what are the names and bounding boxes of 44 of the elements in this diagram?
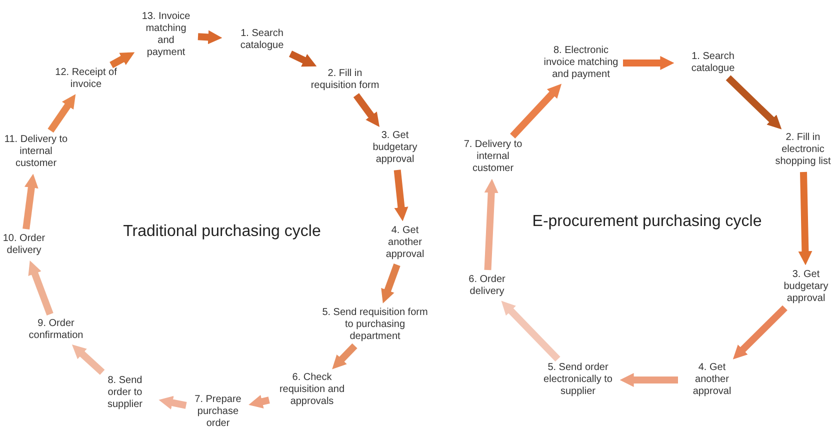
block-arrow — [510, 84, 562, 138]
step-text: 3. Get budgetary approval — [782, 269, 830, 305]
cycle-title: E-procurement purchasing cycle — [532, 213, 762, 231]
step-text: 2. Fill in requisition form — [310, 68, 380, 92]
block-arrow — [732, 305, 788, 360]
step-text: 6. Order delivery — [468, 274, 506, 298]
block-arrow — [72, 344, 105, 375]
block-arrow — [484, 178, 498, 270]
block-arrow — [353, 93, 380, 127]
step-text: 7. Delivery to internal customer — [462, 139, 524, 175]
block-arrow — [620, 373, 678, 387]
block-arrow — [726, 75, 782, 130]
block-arrow — [798, 172, 812, 266]
block-arrow — [332, 343, 358, 370]
step-text: 3. Get budgetary approval — [372, 130, 418, 166]
block-arrow — [501, 300, 560, 362]
block-arrow — [110, 52, 135, 68]
block-arrow — [198, 30, 222, 44]
block-arrow — [48, 94, 76, 133]
step-text: 12. Receipt of invoice — [54, 67, 118, 91]
block-arrow — [288, 50, 317, 67]
step-text: 2. Fill in electronic shopping list — [774, 132, 832, 168]
step-text: 5. Send requisition form to purchasing department — [321, 307, 429, 343]
step-text: 6. Check requisition and approvals — [278, 372, 346, 408]
step-text: 11. Delivery to internal customer — [3, 134, 69, 170]
step-text: 10. Order delivery — [2, 233, 46, 257]
block-arrow — [158, 396, 187, 410]
step-text: 1. Search catalogue — [690, 51, 736, 75]
block-arrow — [248, 394, 270, 408]
step-text: 4. Get another approval — [692, 362, 732, 398]
block-arrow — [394, 170, 408, 222]
step-text: 7. Prepare purchase order — [194, 394, 242, 430]
step-text: 9. Order confirmation — [28, 318, 84, 342]
block-arrow — [28, 260, 54, 316]
block-arrow — [623, 56, 674, 70]
block-arrow — [381, 264, 400, 304]
step-text: 4. Get another approval — [384, 225, 426, 261]
step-text: 8. Send order to supplier — [106, 375, 144, 411]
step-text: 1. Search catalogue — [239, 28, 285, 52]
step-text: 8. Electronic invoice matching and payment — [543, 45, 619, 81]
block-arrow — [22, 174, 38, 230]
step-text: 13. Invoice matching and payment — [140, 11, 192, 59]
step-text: 5. Send order electronically to supplier — [542, 362, 614, 398]
cycle-title: Traditional purchasing cycle — [123, 223, 321, 241]
